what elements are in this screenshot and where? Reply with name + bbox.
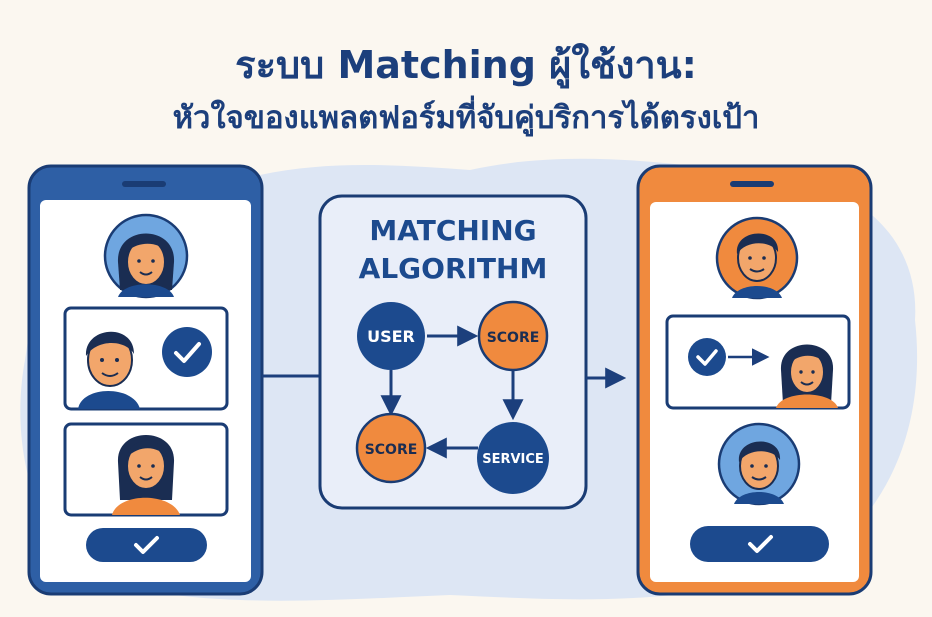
left-match-card-2[interactable] (63, 422, 229, 517)
node-score-bottom: SCORE (355, 412, 427, 484)
woman-avatar (776, 344, 838, 408)
algorithm-panel: MATCHING ALGORITHM USER SCORE SCORE SERV… (318, 194, 588, 510)
node-service-label: SERVICE (482, 452, 544, 467)
check-icon (134, 536, 159, 554)
node-score-bottom-label: SCORE (365, 442, 418, 458)
right-bottom-avatar (717, 422, 801, 506)
check-icon (688, 338, 726, 376)
node-user-label: USER (367, 327, 415, 346)
algorithm-heading-line1: MATCHING (369, 214, 536, 247)
algorithm-heading-line2: ALGORITHM (359, 252, 548, 285)
left-match-card-1[interactable] (63, 306, 229, 411)
node-service: SERVICE (477, 422, 549, 494)
node-score-top: SCORE (477, 300, 549, 372)
right-phone (636, 164, 873, 596)
left-phone (27, 164, 264, 596)
man-avatar (78, 331, 140, 409)
right-phone-speaker (730, 181, 774, 187)
woman-avatar (112, 435, 180, 515)
right-match-card[interactable] (665, 314, 851, 410)
check-icon (162, 327, 212, 377)
left-top-avatar (103, 213, 189, 299)
node-score-top-label: SCORE (487, 330, 540, 346)
left-confirm-button[interactable] (86, 528, 207, 562)
right-top-avatar (715, 216, 799, 300)
page-title: ระบบ Matching ผู้ใช้งาน: (235, 43, 697, 87)
check-icon (748, 535, 773, 553)
node-user: USER (357, 302, 425, 370)
left-phone-speaker (122, 181, 166, 187)
right-confirm-button[interactable] (690, 526, 829, 562)
page-subtitle: หัวใจของแพลตฟอร์มที่จับคู่บริการได้ตรงเป… (172, 100, 760, 136)
